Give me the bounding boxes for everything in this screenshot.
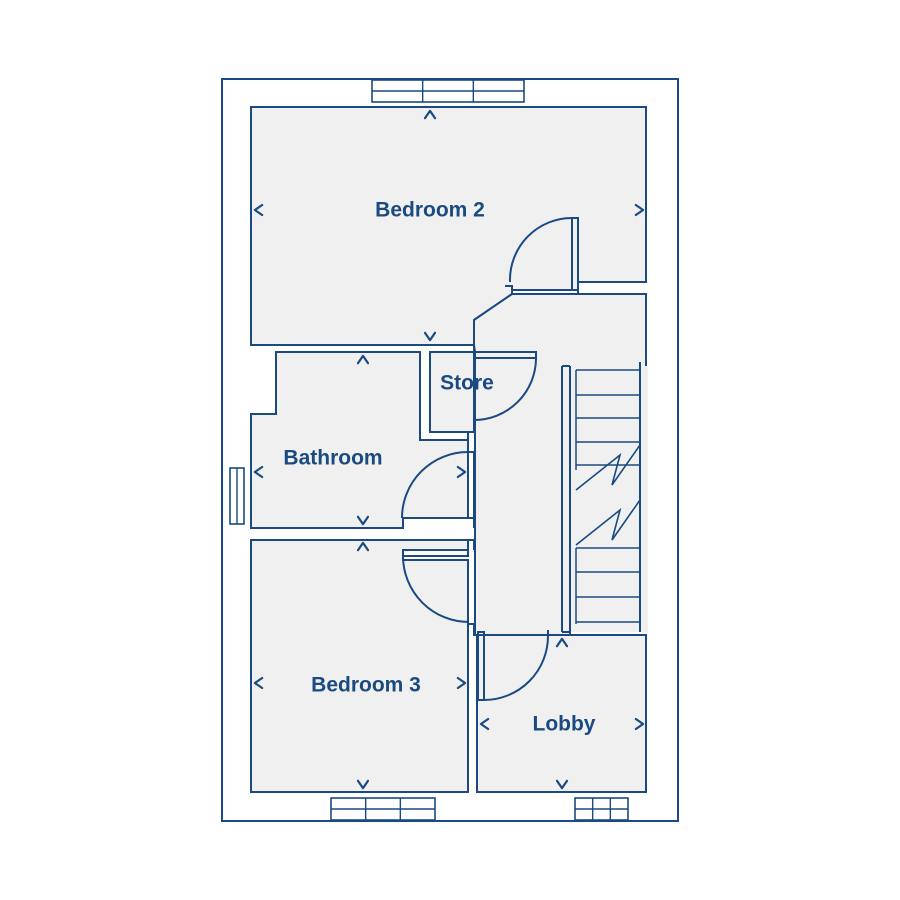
chevron-icon — [356, 779, 370, 790]
chevron-icon — [423, 331, 437, 342]
chevron-icon — [555, 779, 569, 790]
room-label-lobby: Lobby — [533, 713, 596, 736]
stair-well — [562, 366, 648, 632]
door-swing-icon — [483, 635, 549, 701]
stair-break-line — [575, 444, 641, 491]
room-label-bathroom: Bathroom — [283, 447, 382, 470]
bedroom-3-area[interactable] — [250, 539, 469, 793]
window-icon — [229, 467, 245, 525]
chevron-icon — [356, 515, 370, 526]
wall-stub — [505, 285, 513, 294]
room-label-bedroom-3: Bedroom 3 — [311, 674, 421, 697]
room-label-store: Store — [440, 372, 494, 395]
room-label-bedroom-2: Bedroom 2 — [375, 199, 485, 222]
chevron-icon — [634, 203, 645, 217]
dimension-markers — [253, 109, 645, 790]
door-store — [473, 351, 537, 421]
chevron-icon — [423, 109, 437, 120]
window-icon — [574, 797, 629, 821]
door-leaf — [402, 549, 469, 557]
window-icon — [330, 797, 436, 821]
door-swing-icon — [401, 451, 469, 519]
windows — [229, 79, 629, 821]
door-swing-icon — [473, 357, 537, 421]
chevron-icon — [356, 541, 370, 552]
chevron-icon — [634, 717, 645, 731]
door-lobby — [477, 631, 549, 701]
doors — [401, 217, 579, 701]
door-swing-icon — [402, 555, 470, 623]
wall-stub — [468, 517, 475, 528]
chevron-icon — [253, 203, 264, 217]
door-swing-icon — [508, 217, 573, 283]
chevron-icon — [356, 354, 370, 365]
chevron-icon — [479, 717, 490, 731]
window-icon — [371, 79, 525, 103]
chevron-icon — [555, 637, 569, 648]
stair-break-line — [575, 499, 641, 546]
wall-stub — [430, 431, 469, 440]
store-area[interactable] — [429, 351, 475, 433]
chevron-icon — [253, 676, 264, 690]
chevron-icon — [456, 465, 467, 479]
stairs-icon — [561, 362, 648, 633]
door-leaf — [467, 451, 475, 519]
chevron-icon — [456, 676, 467, 690]
wall-stub — [468, 539, 475, 550]
chevron-icon — [253, 465, 264, 479]
outer-wall — [221, 78, 679, 822]
wall-stub — [468, 623, 477, 636]
door-bedroom-3 — [402, 549, 470, 623]
